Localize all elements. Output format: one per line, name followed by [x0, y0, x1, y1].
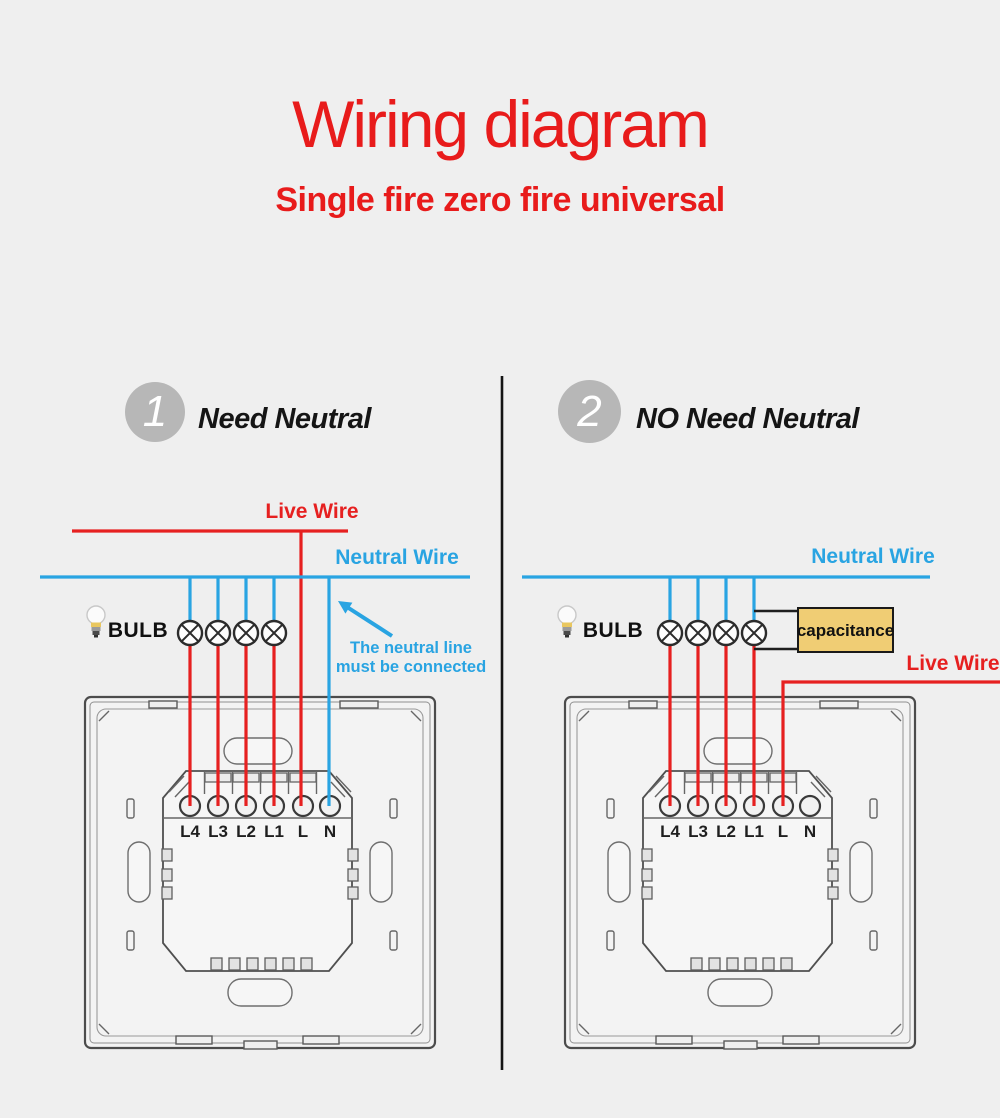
section-2-number: 2	[577, 386, 602, 436]
capacitor: capacitance	[754, 607, 894, 653]
right-neutral-wires	[522, 575, 930, 621]
page-title: Wiring diagram	[292, 87, 710, 161]
switch-backplate-left	[83, 695, 437, 1051]
lamp-symbol-icon	[712, 619, 740, 647]
right-bulb-label: BULB	[583, 619, 643, 642]
lamp-symbol-icon	[204, 619, 232, 647]
section-1-number: 1	[142, 387, 168, 436]
lamp-symbol-icon	[176, 619, 204, 647]
section-1-label: Need Neutral	[198, 403, 371, 435]
capacitor-box	[797, 607, 894, 653]
neutral-note-line2: must be connected	[336, 658, 486, 676]
section-2-label: NO Need Neutral	[636, 403, 859, 435]
note-arrow-icon	[338, 601, 394, 638]
bulb-icon	[86, 605, 106, 639]
lamp-symbol-icon	[260, 619, 288, 647]
lamp-symbol-icon	[740, 619, 768, 647]
left-diagram: Live Wire Neutral Wire BULB The neutral …	[40, 500, 486, 806]
right-live-wires	[668, 645, 1000, 806]
lamp-symbol-icon	[684, 619, 712, 647]
left-bulb-label: BULB	[108, 619, 168, 642]
section-2-badge: 2	[558, 380, 621, 443]
bulb-icon	[557, 605, 577, 639]
switch-backplate-right	[563, 695, 917, 1051]
left-live-wire-label: Live Wire	[265, 500, 358, 523]
lamp-symbol-icon	[656, 619, 684, 647]
right-diagram: capacitance Neutral Wire Live Wire BULB	[522, 545, 1000, 806]
neutral-note-line1: The neutral line	[350, 639, 472, 657]
left-neutral-wires	[40, 575, 470, 806]
lamp-symbol-icon	[232, 619, 260, 647]
section-1-badge: 1	[125, 382, 185, 442]
left-neutral-wire-label: Neutral Wire	[335, 546, 459, 569]
capacitor-label: capacitance	[797, 621, 894, 640]
right-neutral-wire-label: Neutral Wire	[811, 545, 935, 568]
page-subtitle: Single fire zero fire universal	[275, 181, 725, 219]
right-live-wire-label: Live Wire	[906, 652, 999, 675]
